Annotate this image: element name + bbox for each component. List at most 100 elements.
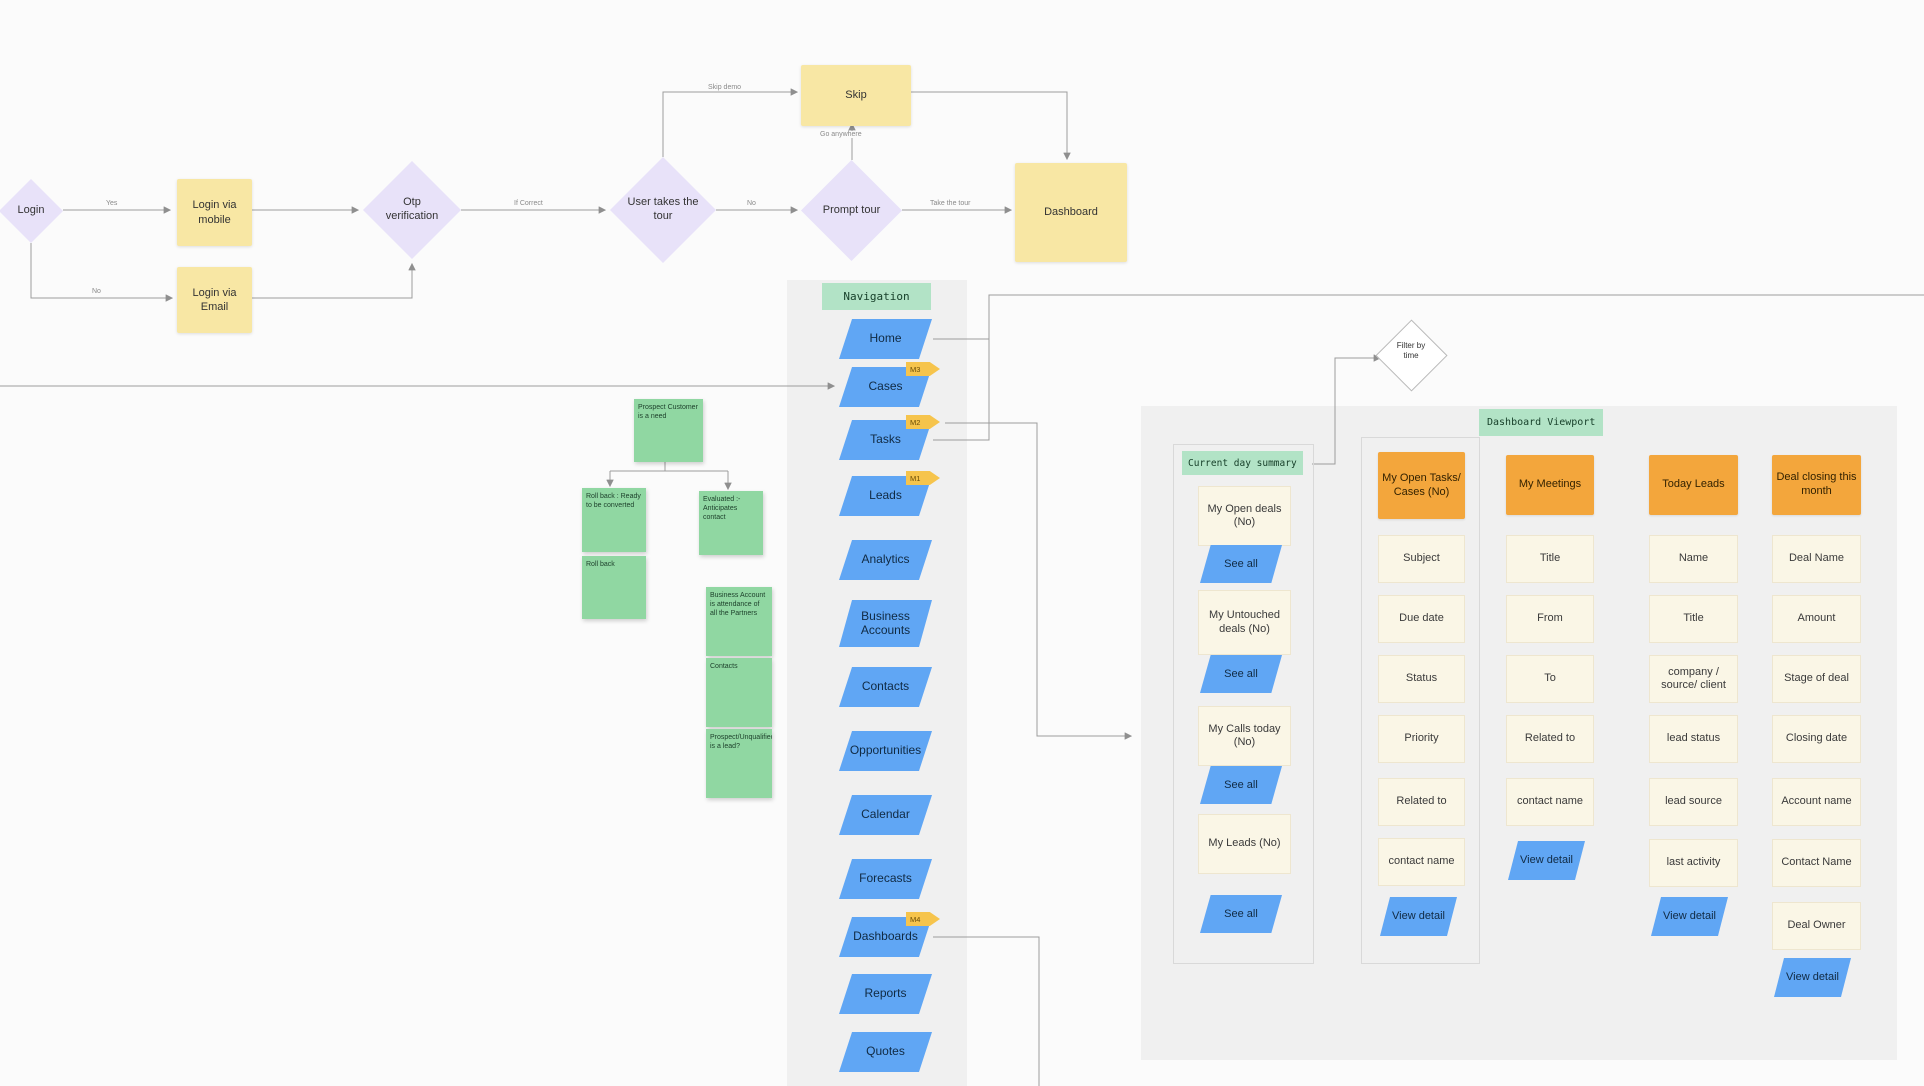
- summary-card-text: My Leads (No): [1208, 837, 1281, 850]
- dashboard-field-card[interactable]: lead source: [1649, 778, 1738, 826]
- dashboard-field-card[interactable]: Account name: [1772, 778, 1861, 826]
- flow-node-label: Login: [17, 204, 45, 217]
- nav-item-analytics[interactable]: Analytics: [839, 540, 932, 580]
- flow-node-user-takes-tour[interactable]: User takes the tour: [610, 157, 716, 263]
- summary-card[interactable]: My Untouched deals (No): [1198, 590, 1291, 655]
- dashboard-field-card[interactable]: Contact Name: [1772, 839, 1861, 887]
- dashboard-field-card[interactable]: Title: [1649, 595, 1738, 643]
- dashboard-field-card[interactable]: Deal Name: [1772, 535, 1861, 583]
- dashboard-field-card[interactable]: Related to: [1378, 778, 1465, 826]
- current-day-summary-title[interactable]: Current day summary: [1182, 451, 1303, 475]
- sticky-note-text: Contacts: [710, 663, 738, 670]
- field-label: lead source: [1665, 795, 1722, 808]
- sticky-note-text: Roll back : Ready to be converted: [586, 493, 641, 510]
- navigation-section-title[interactable]: Navigation: [822, 283, 931, 310]
- see-all-button[interactable]: See all: [1200, 655, 1282, 693]
- see-all-button[interactable]: See all: [1200, 545, 1282, 583]
- nav-item-contacts[interactable]: Contacts: [839, 667, 932, 707]
- view-detail-button[interactable]: View detail: [1380, 897, 1457, 936]
- nav-item-marker-tag[interactable]: M2: [906, 415, 940, 429]
- field-label: Title: [1539, 552, 1561, 565]
- nav-item-calendar[interactable]: Calendar: [839, 795, 932, 835]
- dashboard-field-card[interactable]: lead status: [1649, 715, 1738, 763]
- dashboard-field-card[interactable]: To: [1506, 655, 1594, 703]
- dashboard-field-card[interactable]: last activity: [1649, 839, 1738, 887]
- sticky-note[interactable]: Roll back : Ready to be converted: [582, 488, 646, 552]
- dashboard-field-card[interactable]: Status: [1378, 655, 1465, 703]
- dashboard-field-card[interactable]: Related to: [1506, 715, 1594, 763]
- sticky-note-text: Prospect Customer is a need: [638, 404, 698, 421]
- dashboard-field-card[interactable]: company / source/ client: [1649, 655, 1738, 703]
- summary-card[interactable]: My Open deals (No): [1198, 486, 1291, 546]
- column-header-my-meetings[interactable]: My Meetings: [1506, 455, 1594, 515]
- dashboard-field-card[interactable]: Due date: [1378, 595, 1465, 643]
- field-label: company / source/ client: [1661, 665, 1726, 691]
- column-header-label: Deal closing this month: [1776, 471, 1857, 497]
- dashboard-field-card[interactable]: Name: [1649, 535, 1738, 583]
- nav-item-shape: Contacts: [839, 667, 932, 707]
- field-label: Status: [1405, 672, 1438, 685]
- flow-node-login-email[interactable]: Login via Email: [177, 267, 252, 333]
- dashboard-field-card[interactable]: Deal Owner: [1772, 902, 1861, 950]
- nav-item-marker-tag[interactable]: M1: [906, 471, 940, 485]
- sticky-note[interactable]: Roll back: [582, 556, 646, 619]
- field-label: Subject: [1403, 552, 1440, 565]
- flow-node-login-mobile[interactable]: Login via mobile: [177, 179, 252, 246]
- nav-item-shape: Forecasts: [839, 859, 932, 899]
- dashboard-field-card[interactable]: Stage of deal: [1772, 655, 1861, 703]
- dashboard-field-card[interactable]: Subject: [1378, 535, 1465, 583]
- nav-item-label: Contacts: [861, 679, 910, 694]
- flow-node-login[interactable]: Login: [0, 179, 63, 243]
- dashboard-field-card[interactable]: contact name: [1378, 838, 1465, 886]
- nav-item-reports[interactable]: Reports: [839, 974, 932, 1014]
- flow-node-skip[interactable]: Skip: [801, 65, 911, 126]
- view-detail-button[interactable]: View detail: [1651, 897, 1728, 936]
- view-detail-label: View detail: [1392, 910, 1445, 923]
- sticky-note-text: Business Account is attendance of all th…: [710, 592, 766, 618]
- nav-item-marker-tag[interactable]: M3: [906, 362, 940, 376]
- view-detail-button[interactable]: View detail: [1508, 841, 1585, 880]
- column-header-today-leads[interactable]: Today Leads: [1649, 455, 1738, 515]
- sticky-note[interactable]: Prospect Customer is a need: [634, 399, 703, 462]
- sticky-note[interactable]: Evaluated :- Anticipates contact: [699, 491, 763, 555]
- nav-item-label: Quotes: [866, 1044, 905, 1059]
- sticky-note[interactable]: Prospect/Unqualified is a lead?: [706, 729, 772, 798]
- field-label: Stage of deal: [1784, 672, 1849, 685]
- see-all-button[interactable]: See all: [1200, 895, 1282, 933]
- summary-card[interactable]: My Leads (No): [1198, 814, 1291, 874]
- flow-node-label: User takes the tour: [627, 196, 699, 222]
- sticky-note[interactable]: Contacts: [706, 658, 772, 727]
- flow-node-prompt-tour[interactable]: Prompt tour: [801, 160, 902, 261]
- current-day-summary-frame: [1173, 444, 1314, 964]
- nav-item-shape: Opportunities: [839, 731, 932, 771]
- view-detail-label: View detail: [1786, 971, 1839, 984]
- dashboard-field-card[interactable]: Closing date: [1772, 715, 1861, 763]
- flow-node-otp-verification[interactable]: Otp verification: [363, 161, 461, 259]
- nav-item-marker-tag[interactable]: M4: [906, 912, 940, 926]
- nav-item-shape: Calendar: [839, 795, 932, 835]
- see-all-button[interactable]: See all: [1200, 766, 1282, 804]
- column-header-deal-closing[interactable]: Deal closing this month: [1772, 455, 1861, 515]
- sticky-note[interactable]: Business Account is attendance of all th…: [706, 587, 772, 656]
- nav-item-opportunities[interactable]: Opportunities: [839, 731, 932, 771]
- nav-item-home[interactable]: Home: [839, 319, 932, 359]
- view-detail-button[interactable]: View detail: [1774, 958, 1851, 997]
- dashboard-field-card[interactable]: From: [1506, 595, 1594, 643]
- nav-item-forecasts[interactable]: Forecasts: [839, 859, 932, 899]
- dashboard-field-card[interactable]: Amount: [1772, 595, 1861, 643]
- dashboard-field-card[interactable]: Priority: [1378, 715, 1465, 763]
- dashboard-field-card[interactable]: contact name: [1506, 778, 1594, 826]
- summary-card[interactable]: My Calls today (No): [1198, 706, 1291, 766]
- dashboard-field-card[interactable]: Title: [1506, 535, 1594, 583]
- nav-item-quotes[interactable]: Quotes: [839, 1032, 932, 1072]
- column-header-open-tasks[interactable]: My Open Tasks/ Cases (No): [1378, 452, 1465, 519]
- dashboard-viewport-title[interactable]: Dashboard Viewport: [1479, 409, 1604, 436]
- open-tasks-column-frame: [1361, 437, 1480, 964]
- nav-item-business-accounts[interactable]: Business Accounts: [839, 600, 932, 647]
- field-label: Title: [1683, 612, 1704, 625]
- flow-node-dashboard[interactable]: Dashboard: [1015, 163, 1127, 262]
